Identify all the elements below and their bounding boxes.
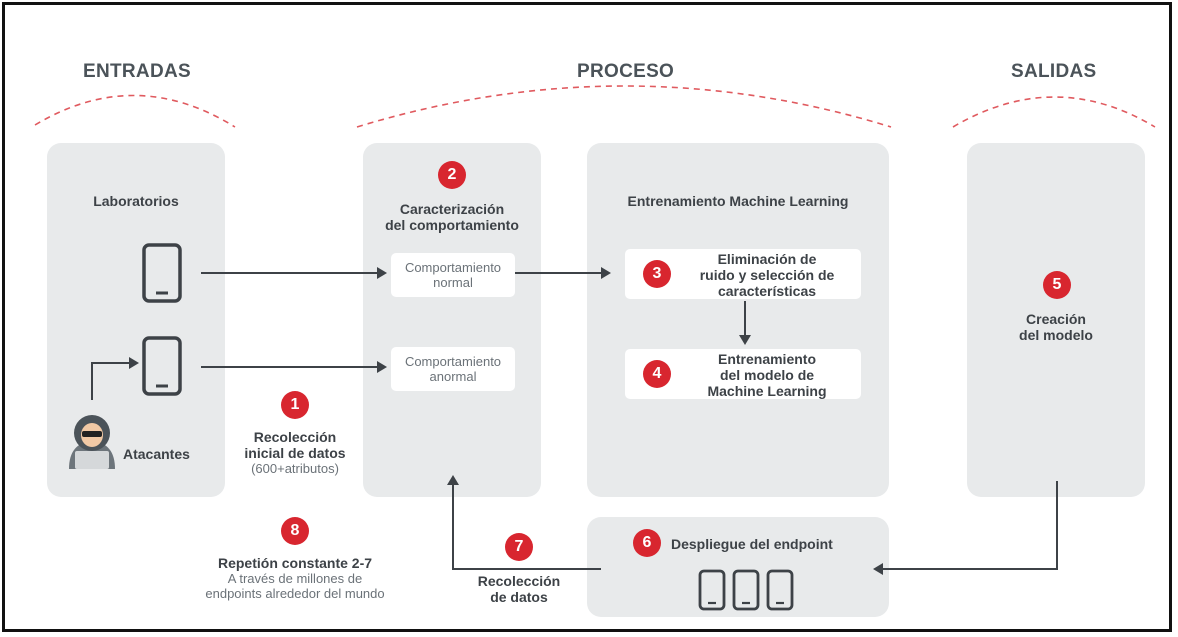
arrow-despliegue-to-caracterizacion: [447, 475, 601, 570]
comportamiento-normal-box: Comportamiento normal: [391, 253, 515, 297]
phone-icon-laboratorios: [142, 243, 182, 303]
arrow-lab-to-normal: [201, 267, 387, 279]
anormal-line1: Comportamiento: [404, 354, 502, 369]
step-1-subtitle: (600+atributos): [251, 461, 339, 476]
step-6-badge: 6: [633, 529, 661, 557]
step-8-title: Repetión constante 2-7: [217, 555, 373, 571]
machine-learning-panel: [587, 143, 889, 497]
step-3-line2: ruido y selección de: [699, 267, 835, 283]
step-8-line2: endpoints alrededor del mundo: [205, 586, 385, 601]
step-8-line1: A través de millones de: [227, 571, 363, 586]
step-4-text: Entrenamiento del modelo de Machine Lear…: [681, 351, 853, 399]
step-7-line1: Recolección: [477, 573, 561, 589]
attacker-arrow: [91, 357, 139, 400]
normal-line2: normal: [433, 275, 473, 290]
phone-icon-atacantes: [142, 336, 182, 396]
step-7-badge: 7: [505, 533, 533, 561]
step-3-box: 3 Eliminación de ruido y selección de ca…: [625, 249, 861, 299]
step-5-badge: 5: [1043, 271, 1071, 299]
step-3-text: Eliminación de ruido y selección de cara…: [681, 251, 853, 299]
salidas-panel: [967, 143, 1145, 497]
step-3-line1: Eliminación de: [717, 251, 817, 267]
step-4-box: 4 Entrenamiento del modelo de Machine Le…: [625, 349, 861, 399]
step-7-line2: de datos: [490, 589, 548, 605]
entradas-arc: [34, 94, 236, 128]
endpoint-phone-icon-1: [698, 569, 726, 611]
step-7-text: Recolección de datos: [463, 573, 575, 605]
proceso-arc: [356, 85, 892, 128]
endpoint-phone-icon-2: [732, 569, 760, 611]
step-3-badge: 3: [643, 260, 671, 288]
arrow-normal-to-step3: [515, 267, 611, 279]
step-4-line2: del modelo de: [719, 367, 815, 383]
salidas-arc: [952, 96, 1156, 128]
step-5-line2: del modelo: [1019, 327, 1093, 343]
heading-proceso: PROCESO: [577, 61, 675, 82]
anormal-line2: anormal: [429, 369, 477, 384]
caracterizacion-panel: [363, 143, 541, 497]
step-5-line1: Creación: [1026, 311, 1086, 327]
step-1-title-line1: Recolección: [253, 429, 337, 445]
arrow-attack-to-anormal: [201, 361, 387, 373]
step-4-line3: Machine Learning: [707, 383, 827, 399]
atacantes-label: Atacantes: [123, 446, 190, 462]
ml-panel-title: Entrenamiento Machine Learning: [627, 193, 849, 209]
normal-line1: Comportamiento: [404, 260, 502, 275]
heading-entradas: ENTRADAS: [83, 61, 191, 82]
step-2-badge: 2: [438, 161, 466, 189]
step-1-badge: 1: [281, 391, 309, 419]
step-8-text: Repetión constante 2-7 A través de millo…: [185, 555, 405, 601]
diagram-graphics: [34, 85, 1156, 611]
step-3-line3: características: [717, 283, 817, 299]
step-4-badge: 4: [643, 360, 671, 388]
hacker-icon: [69, 415, 115, 469]
step-1-title-line2: inicial de datos: [244, 445, 346, 461]
step-4-line1: Entrenamiento: [717, 351, 816, 367]
step-8-badge: 8: [281, 517, 309, 545]
step-5-text: Creación del modelo: [967, 311, 1145, 343]
endpoint-phone-icon-3: [766, 569, 794, 611]
step-2-title-line1: Caracterización: [399, 201, 505, 217]
heading-salidas: SALIDAS: [1011, 61, 1097, 82]
arrow-step3-to-step4: [739, 301, 751, 345]
step-2-title: Caracterización del comportamiento: [363, 201, 541, 233]
step-2-title-line2: del comportamiento: [385, 217, 519, 233]
arrow-salidas-to-despliegue: [873, 481, 1058, 575]
laboratorios-label: Laboratorios: [93, 193, 179, 209]
step-1-text: Recolección inicial de datos (600+atribu…: [235, 429, 355, 476]
comportamiento-anormal-box: Comportamiento anormal: [391, 347, 515, 391]
step-6-title: Despliegue del endpoint: [671, 536, 833, 552]
